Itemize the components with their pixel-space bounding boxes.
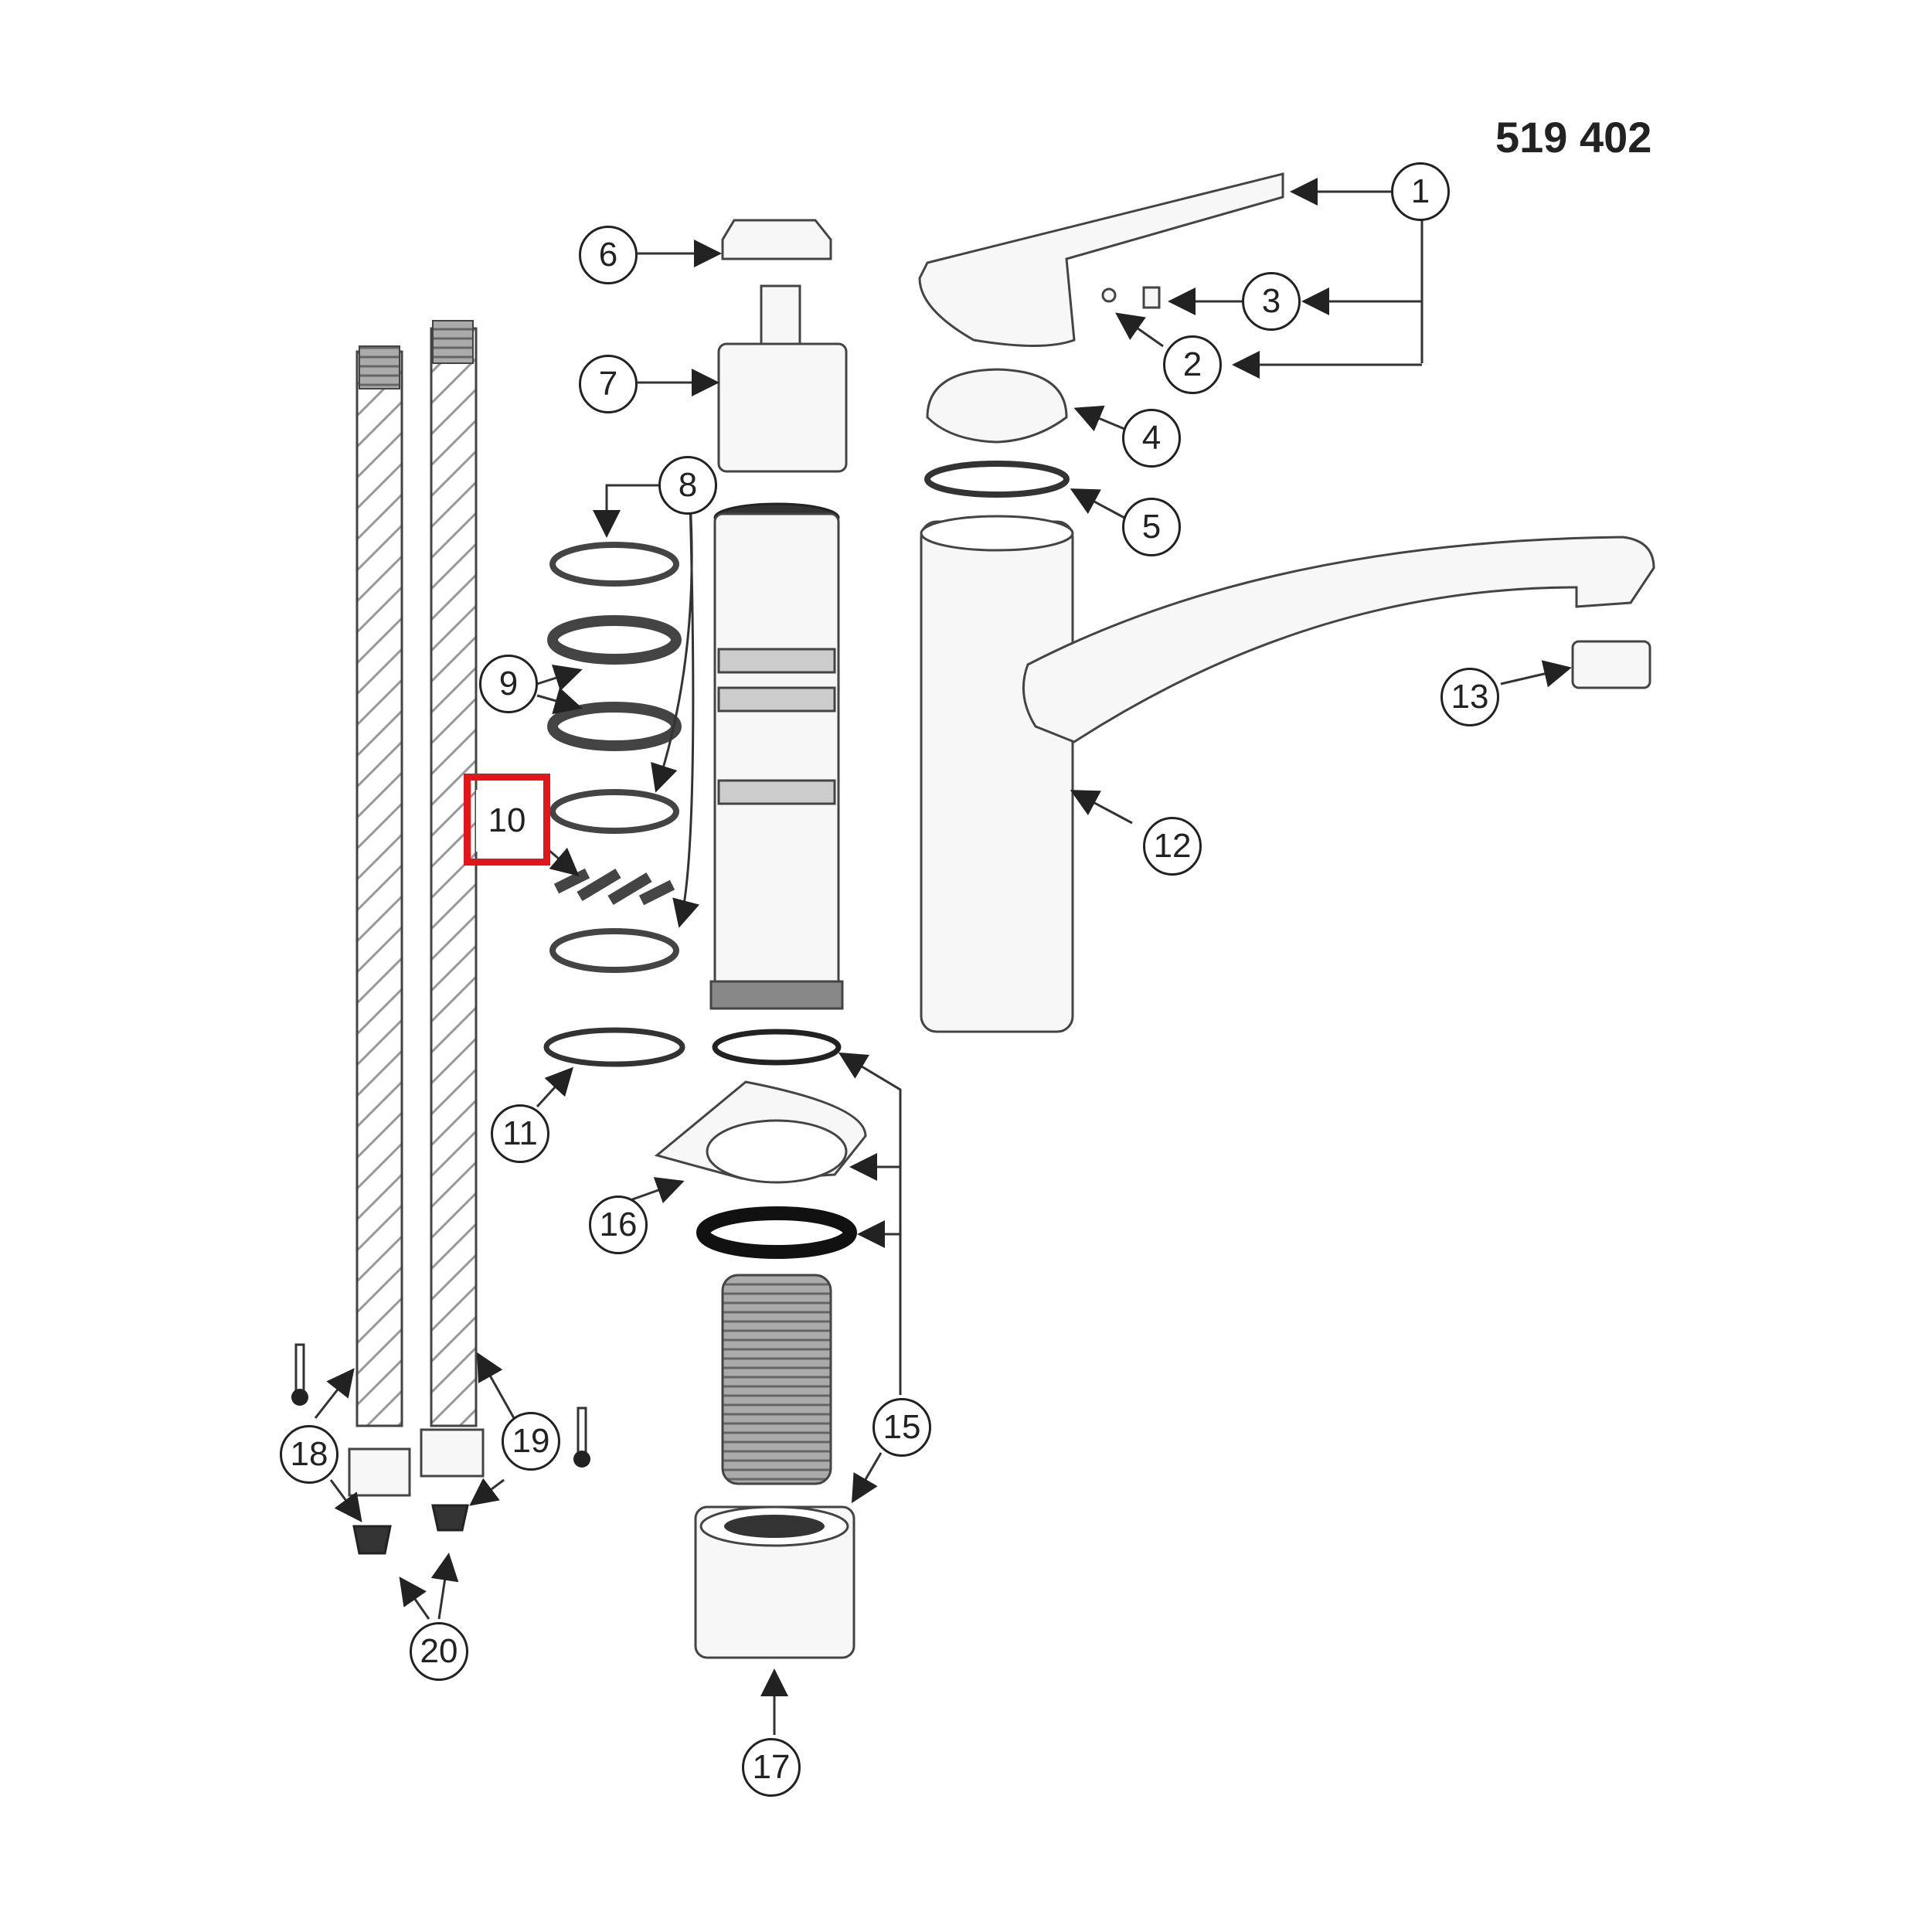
callout-3[interactable]: 3 xyxy=(1242,272,1301,331)
washer-left xyxy=(352,1525,392,1555)
callout-16[interactable]: 16 xyxy=(589,1196,648,1254)
thermometer-icon xyxy=(291,1343,308,1406)
callout-20[interactable]: 20 xyxy=(410,1622,468,1681)
callout-7[interactable]: 7 xyxy=(579,355,638,413)
cartridge-stem xyxy=(760,284,801,345)
hose-nut-left xyxy=(348,1447,411,1497)
highlight-box xyxy=(464,774,550,866)
callout-8[interactable]: 8 xyxy=(658,456,717,515)
callout-6[interactable]: 6 xyxy=(579,226,638,284)
aerator xyxy=(1571,640,1651,689)
dome-cover xyxy=(926,368,1068,444)
callout-12[interactable]: 12 xyxy=(1143,817,1202,876)
hose-right xyxy=(430,327,478,1427)
spout xyxy=(1022,536,1655,743)
callout-5[interactable]: 5 xyxy=(1122,498,1181,556)
top-nut xyxy=(721,219,832,260)
washer-right xyxy=(431,1504,469,1532)
split-ring-8a xyxy=(549,542,679,587)
callout-10[interactable]: 10 xyxy=(476,790,538,852)
cartridge-body xyxy=(713,512,840,1002)
ring-9b xyxy=(547,702,682,751)
lever-handle xyxy=(918,172,1284,347)
callout-13[interactable]: 13 xyxy=(1440,668,1499,726)
hose-nut-right xyxy=(420,1428,485,1478)
o-ring-15a xyxy=(712,1029,842,1066)
screw-part xyxy=(1101,287,1117,303)
callout-11[interactable]: 11 xyxy=(491,1104,549,1163)
o-ring-5 xyxy=(924,461,1070,498)
spring-10 xyxy=(553,868,675,906)
ring-9a xyxy=(547,615,682,665)
cartridge xyxy=(717,342,848,473)
faucet-body xyxy=(920,520,1074,1033)
hose-left xyxy=(355,350,403,1427)
thermometer-icon xyxy=(573,1406,590,1468)
gasket-15 xyxy=(696,1206,857,1259)
callout-15[interactable]: 15 xyxy=(872,1398,931,1457)
model-number: 519 402 xyxy=(1495,113,1652,162)
leader-lines xyxy=(314,178,1572,1735)
split-ring-8c xyxy=(549,928,679,973)
split-ring-8b xyxy=(549,789,679,834)
threaded-shank xyxy=(721,1274,832,1485)
callout-2[interactable]: 2 xyxy=(1163,335,1222,394)
callout-1[interactable]: 1 xyxy=(1391,162,1450,221)
cap-part xyxy=(1142,286,1161,309)
callout-17[interactable]: 17 xyxy=(742,1738,801,1797)
callout-9[interactable]: 9 xyxy=(479,655,538,713)
o-ring-11 xyxy=(543,1027,685,1067)
callout-4[interactable]: 4 xyxy=(1122,409,1181,468)
callout-18[interactable]: 18 xyxy=(280,1425,338,1484)
callout-19[interactable]: 19 xyxy=(502,1412,560,1471)
